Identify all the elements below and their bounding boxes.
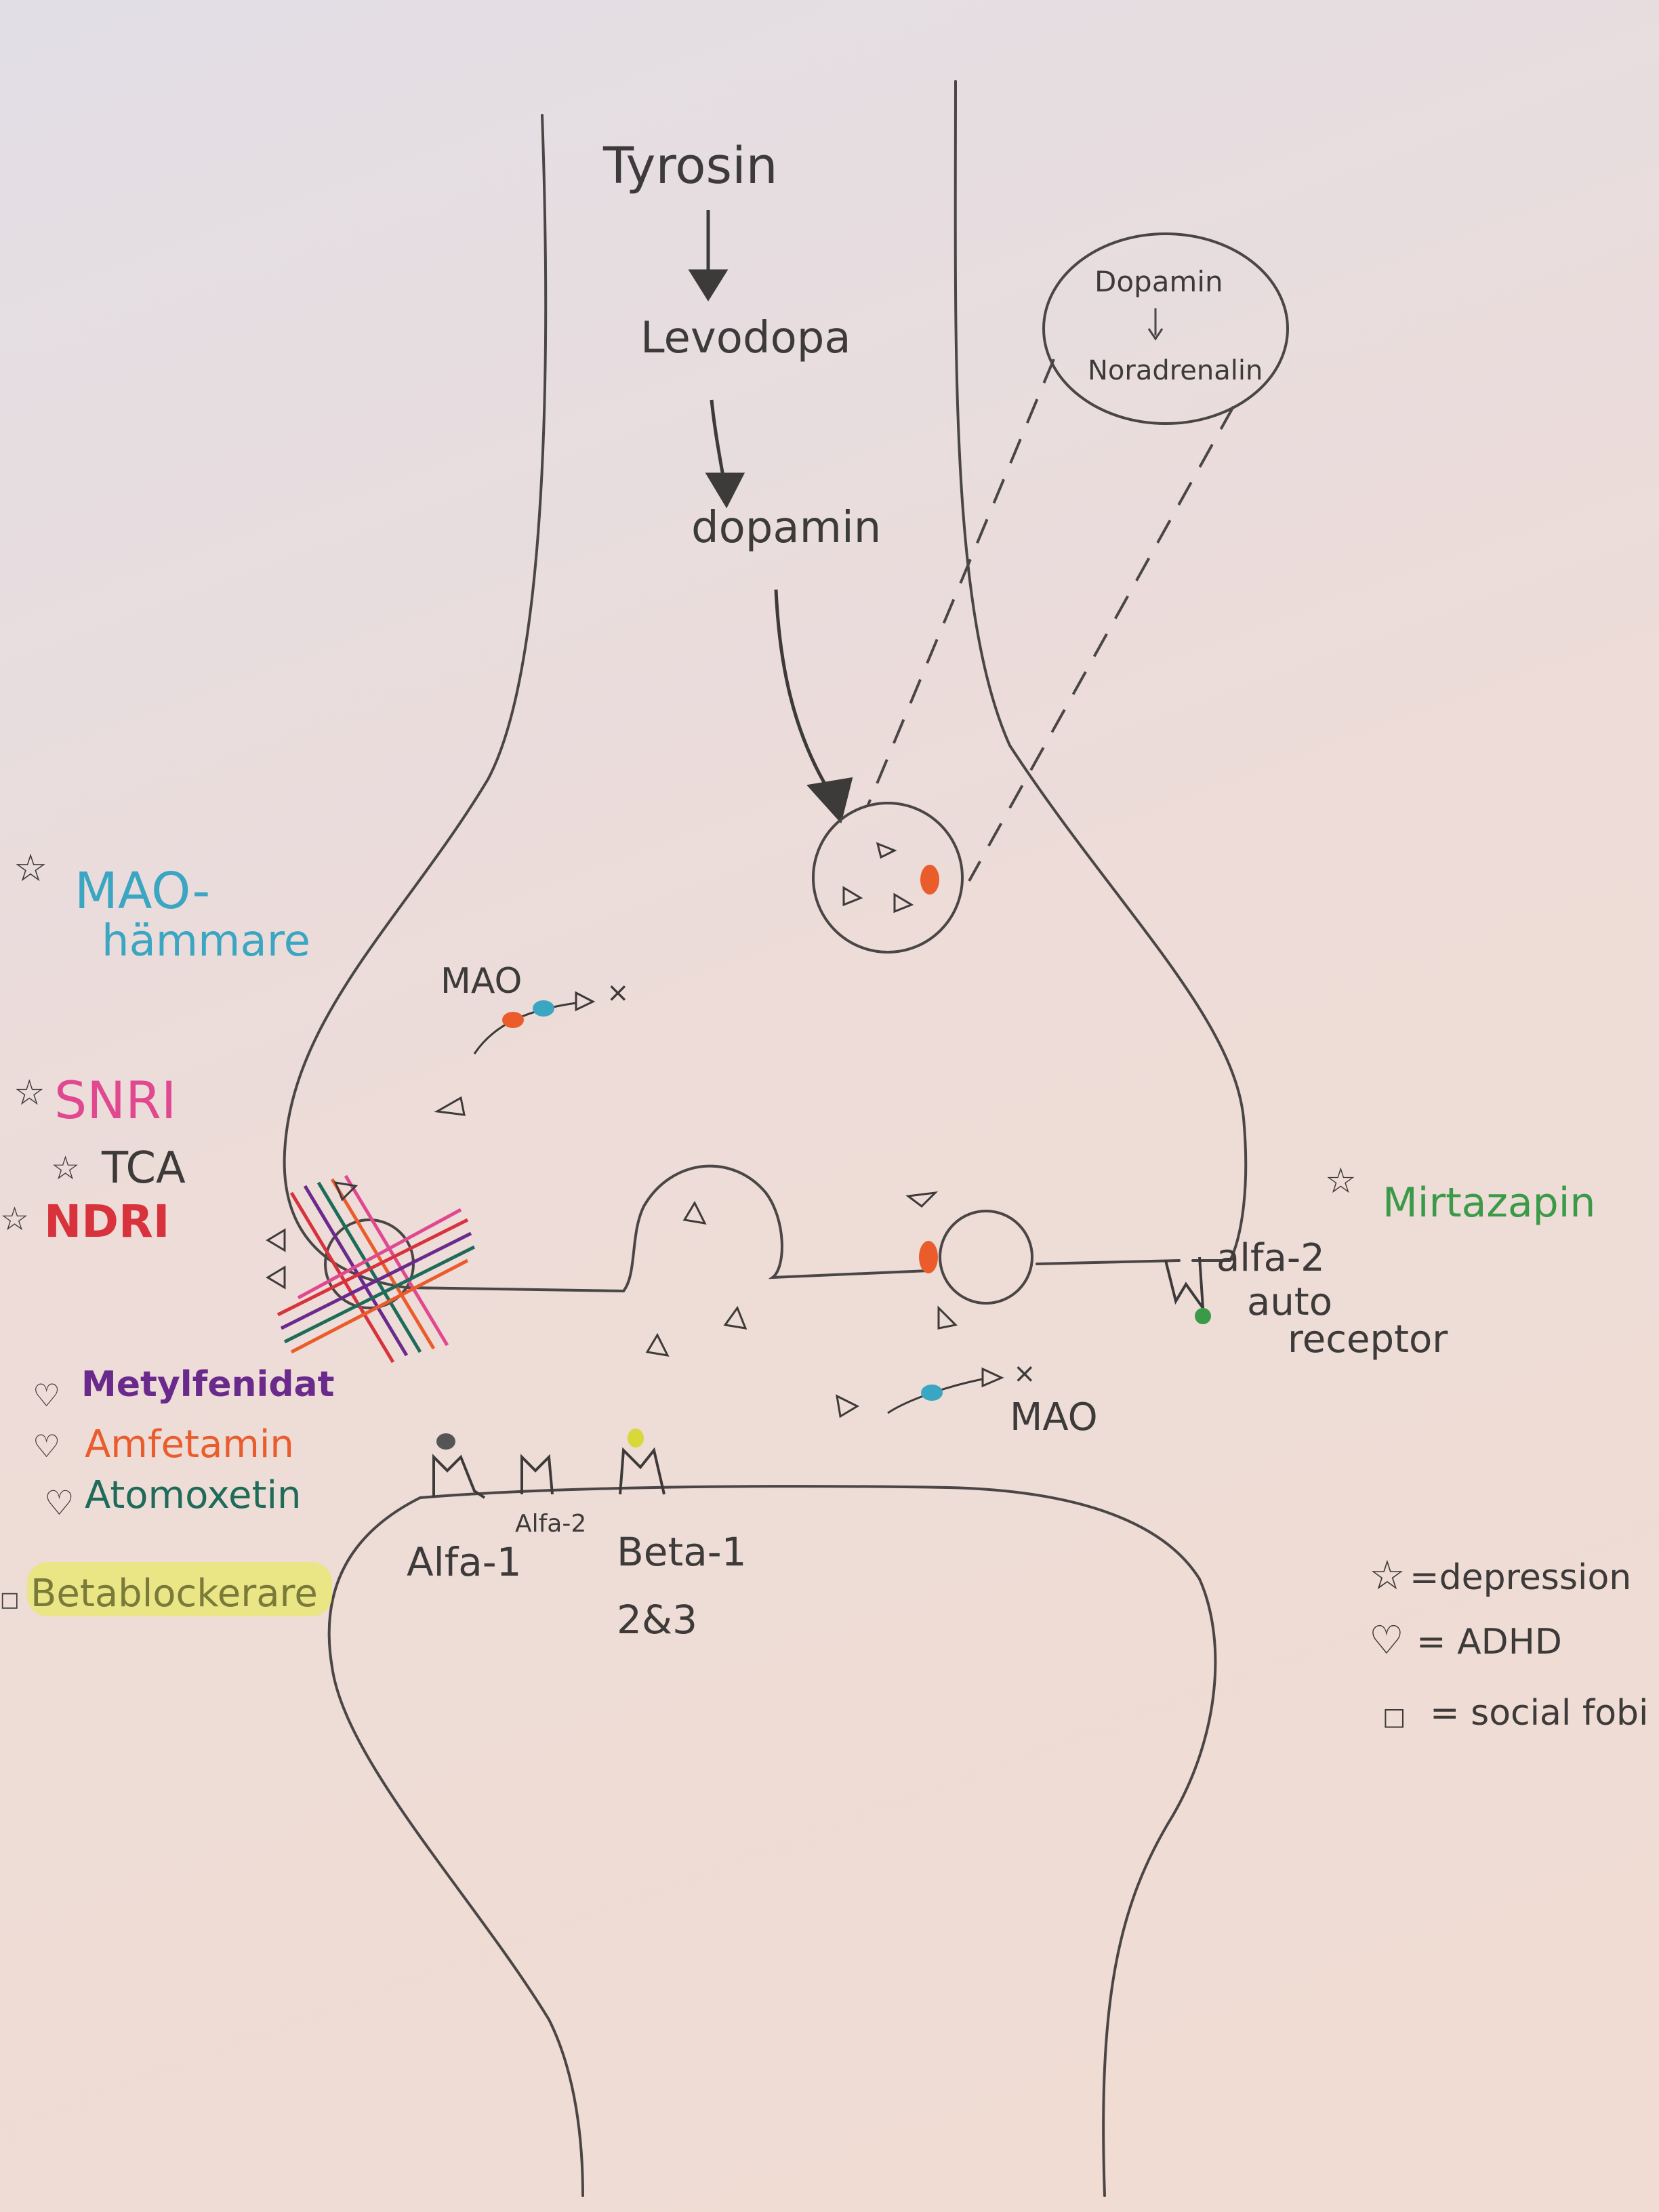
synthesis-arrows <box>688 210 853 824</box>
zoom-circle <box>1042 232 1289 425</box>
alfa2-autoreceptor <box>1164 1256 1211 1324</box>
label-snri: SNRI <box>54 1070 176 1130</box>
degraded-x: × <box>1013 1358 1036 1389</box>
label-tyrosin: Tyrosin <box>602 137 778 195</box>
neurotransmitter-triangle <box>575 991 596 1012</box>
legend-adhd: = ADHD <box>1416 1622 1562 1662</box>
label-mao-inhibitor-2: hämmare <box>102 916 310 966</box>
degraded-x: × <box>607 977 630 1008</box>
presynaptic-mao: × <box>434 977 630 1116</box>
label-beta: Beta-1 <box>617 1529 747 1575</box>
heart-icon: ♡ <box>33 1377 60 1414</box>
label-dopamin: dopamin <box>691 503 881 553</box>
label-levodopa: Levodopa <box>640 313 851 363</box>
neurotransmitter-triangle <box>333 1181 359 1202</box>
amfetamin-dot <box>919 1241 938 1273</box>
label-alfa2: alfa-2 <box>1216 1236 1325 1280</box>
label-vesicle-dopamin: Dopamin <box>1094 265 1223 298</box>
bouton-membrane <box>622 1164 930 1292</box>
postsynaptic-receptors <box>432 1429 665 1499</box>
alfa2-receptor <box>520 1454 554 1495</box>
betablockerare-dot <box>628 1429 644 1448</box>
arrowhead-3 <box>806 777 853 824</box>
synaptic-vesicle <box>812 802 964 954</box>
presynaptic-left-wall <box>283 114 625 1292</box>
membrane-right-segment <box>1036 1259 1181 1265</box>
star-icon: ☆ <box>14 1073 45 1113</box>
mao-inhibitor-dot <box>533 1000 554 1017</box>
star-icon: ☆ <box>14 846 47 890</box>
label-alfa2-post: Alfa-2 <box>515 1510 586 1538</box>
label-atomoxetin: Atomoxetin <box>85 1473 302 1517</box>
reuptake-transporter <box>266 1174 476 1364</box>
postsynaptic-top <box>419 1485 1201 1580</box>
label-mao-synapse: MAO <box>1010 1395 1098 1439</box>
presynaptic-right-wall <box>954 80 1248 1262</box>
mao-inhibitor-dot <box>921 1385 943 1401</box>
neurotransmitter-triangle <box>842 886 863 907</box>
presynaptic-neuron <box>283 80 1248 1292</box>
noradrenalin-synthesis-zoom <box>866 232 1289 882</box>
dashed-guide-left <box>866 359 1055 807</box>
label-auto: auto <box>1247 1280 1332 1324</box>
label-receptor: receptor <box>1288 1317 1448 1361</box>
beta-receptor <box>619 1447 665 1495</box>
arrow-dopamin-vesicle <box>774 589 832 794</box>
neurotransmitters-cleft <box>645 1200 860 1418</box>
postsynaptic-right-wall <box>1102 1578 1217 2197</box>
arrowhead-2 <box>705 472 745 509</box>
alfa1-receptor <box>432 1454 486 1499</box>
dashed-guide-right <box>968 406 1235 882</box>
neurotransmitter-triangle <box>905 1191 939 1208</box>
synaptic-mao: × <box>887 1358 1036 1414</box>
postsynaptic-neuron <box>327 1485 1217 2197</box>
label-beta-2-3: 2&3 <box>617 1597 697 1643</box>
amfetamin-dot <box>920 865 939 895</box>
heart-icon: ♡ <box>33 1428 60 1465</box>
receptor-dot <box>436 1433 455 1450</box>
star-icon: ☆ <box>51 1149 80 1187</box>
neurotransmitter-triangle <box>937 1305 958 1330</box>
arrowhead-1 <box>688 269 729 302</box>
star-icon: ☆ <box>1369 1552 1406 1599</box>
neurotransmitter-triangle <box>981 1367 1004 1388</box>
star-icon: ☆ <box>0 1200 29 1238</box>
neurotransmitter-triangle <box>266 1265 286 1290</box>
heart-icon: ♡ <box>1369 1617 1404 1663</box>
label-amfetamin: Amfetamin <box>85 1422 294 1467</box>
neurotransmitter-triangle <box>893 893 914 914</box>
betablockerare-highlight <box>27 1562 332 1616</box>
neurotransmitter-triangle <box>266 1228 286 1252</box>
label-mao-presynaptic: MAO <box>441 961 522 1002</box>
neurotransmitter-triangle <box>876 842 897 859</box>
postsynaptic-left-wall <box>327 1496 584 2197</box>
square-icon: □ <box>1382 1703 1406 1731</box>
label-ndri: NDRI <box>44 1195 169 1248</box>
label-betablockerare: Betablockerare <box>30 1572 318 1616</box>
label-vesicle-noradrenalin: Noradrenalin <box>1088 355 1263 386</box>
label-mirtazapin: Mirtazapin <box>1382 1179 1595 1227</box>
label-alfa1: Alfa-1 <box>407 1539 522 1585</box>
heart-icon: ♡ <box>44 1483 75 1523</box>
label-mao-inhibitor-1: MAO- <box>75 862 210 920</box>
label-metylfenidat: Metylfenidat <box>81 1364 335 1405</box>
fusing-vesicle <box>905 1191 1033 1330</box>
square-icon: □ <box>0 1588 19 1612</box>
neurotransmitter-triangle <box>434 1096 466 1116</box>
amfetamin-dot <box>502 1012 524 1028</box>
label-tca: TCA <box>101 1143 186 1193</box>
legend-social: = social fobi <box>1430 1693 1648 1734</box>
mirtazapin-dot <box>1195 1308 1211 1324</box>
legend-depression: =depression <box>1410 1557 1631 1598</box>
star-icon: ☆ <box>1325 1161 1357 1202</box>
